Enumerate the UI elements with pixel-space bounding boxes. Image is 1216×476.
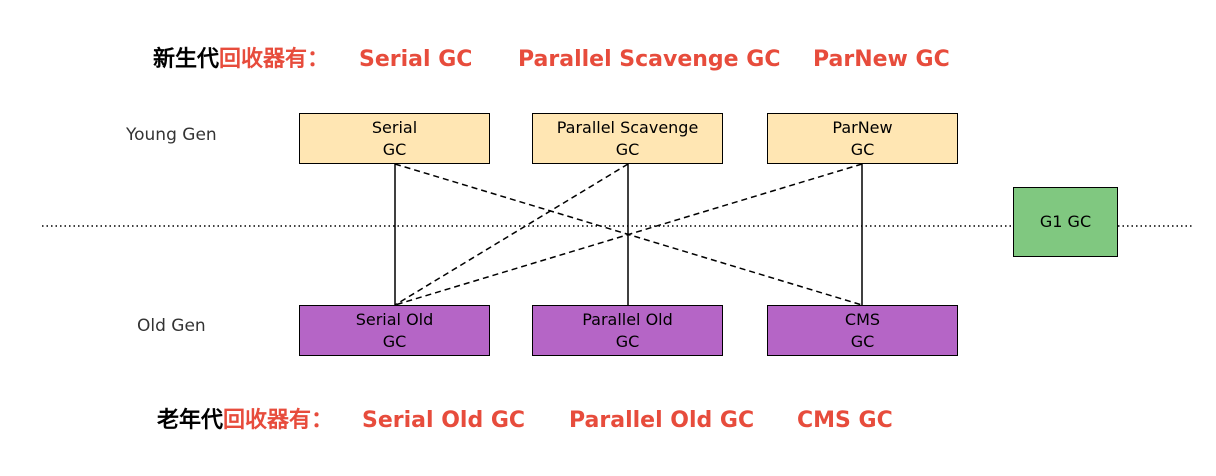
parallel-old-gc-line1: Parallel Old — [582, 309, 673, 329]
link-parnew-to-serial-old — [394, 163, 863, 306]
parallel-scavenge-gc-box: Parallel Scavenge GC — [532, 113, 723, 164]
parallel-old-gc-box: Parallel Old GC — [532, 305, 723, 356]
young-headline-item-parnew: ParNew GC — [813, 47, 950, 72]
parallel-scavenge-gc-line1: Parallel Scavenge — [556, 117, 699, 137]
young-headline-item-parallel-scavenge: Parallel Scavenge GC — [518, 47, 781, 72]
young-gen-label: Young Gen — [126, 125, 217, 145]
young-headline-suffix: 回收器有： — [219, 47, 330, 72]
g1-gc-label: G1 GC — [1039, 212, 1092, 231]
parallel-scavenge-gc-line2: GC — [615, 139, 640, 159]
old-headline-item-cms: CMS GC — [797, 408, 893, 433]
serial-gc-box: Serial GC — [299, 113, 490, 164]
parnew-gc-line1: ParNew — [832, 117, 893, 137]
old-headline-suffix: 回收器有： — [223, 408, 334, 433]
serial-old-gc-line1: Serial Old — [355, 309, 434, 329]
link-parallel-scavenge-to-serial-old — [394, 163, 629, 306]
young-headline-item-serial: Serial GC — [359, 47, 473, 72]
serial-old-gc-line2: GC — [382, 331, 407, 351]
g1-gc-box: G1 GC — [1013, 187, 1118, 257]
parallel-old-gc-line2: GC — [615, 331, 640, 351]
old-headline-item-parallel-old: Parallel Old GC — [569, 408, 755, 433]
old-headline-prefix: 老年代 — [157, 408, 224, 433]
cms-gc-box: CMS GC — [767, 305, 958, 356]
old-gen-label: Old Gen — [137, 316, 206, 336]
old-headline-item-serial-old: Serial Old GC — [362, 408, 526, 433]
serial-old-gc-box: Serial Old GC — [299, 305, 490, 356]
serial-gc-line2: GC — [382, 139, 407, 159]
parnew-gc-box: ParNew GC — [767, 113, 958, 164]
serial-gc-line1: Serial — [371, 117, 418, 137]
young-headline-prefix: 新生代 — [153, 47, 220, 72]
parnew-gc-line2: GC — [850, 139, 875, 159]
cms-gc-line2: GC — [850, 331, 875, 351]
cms-gc-line1: CMS — [844, 309, 881, 329]
